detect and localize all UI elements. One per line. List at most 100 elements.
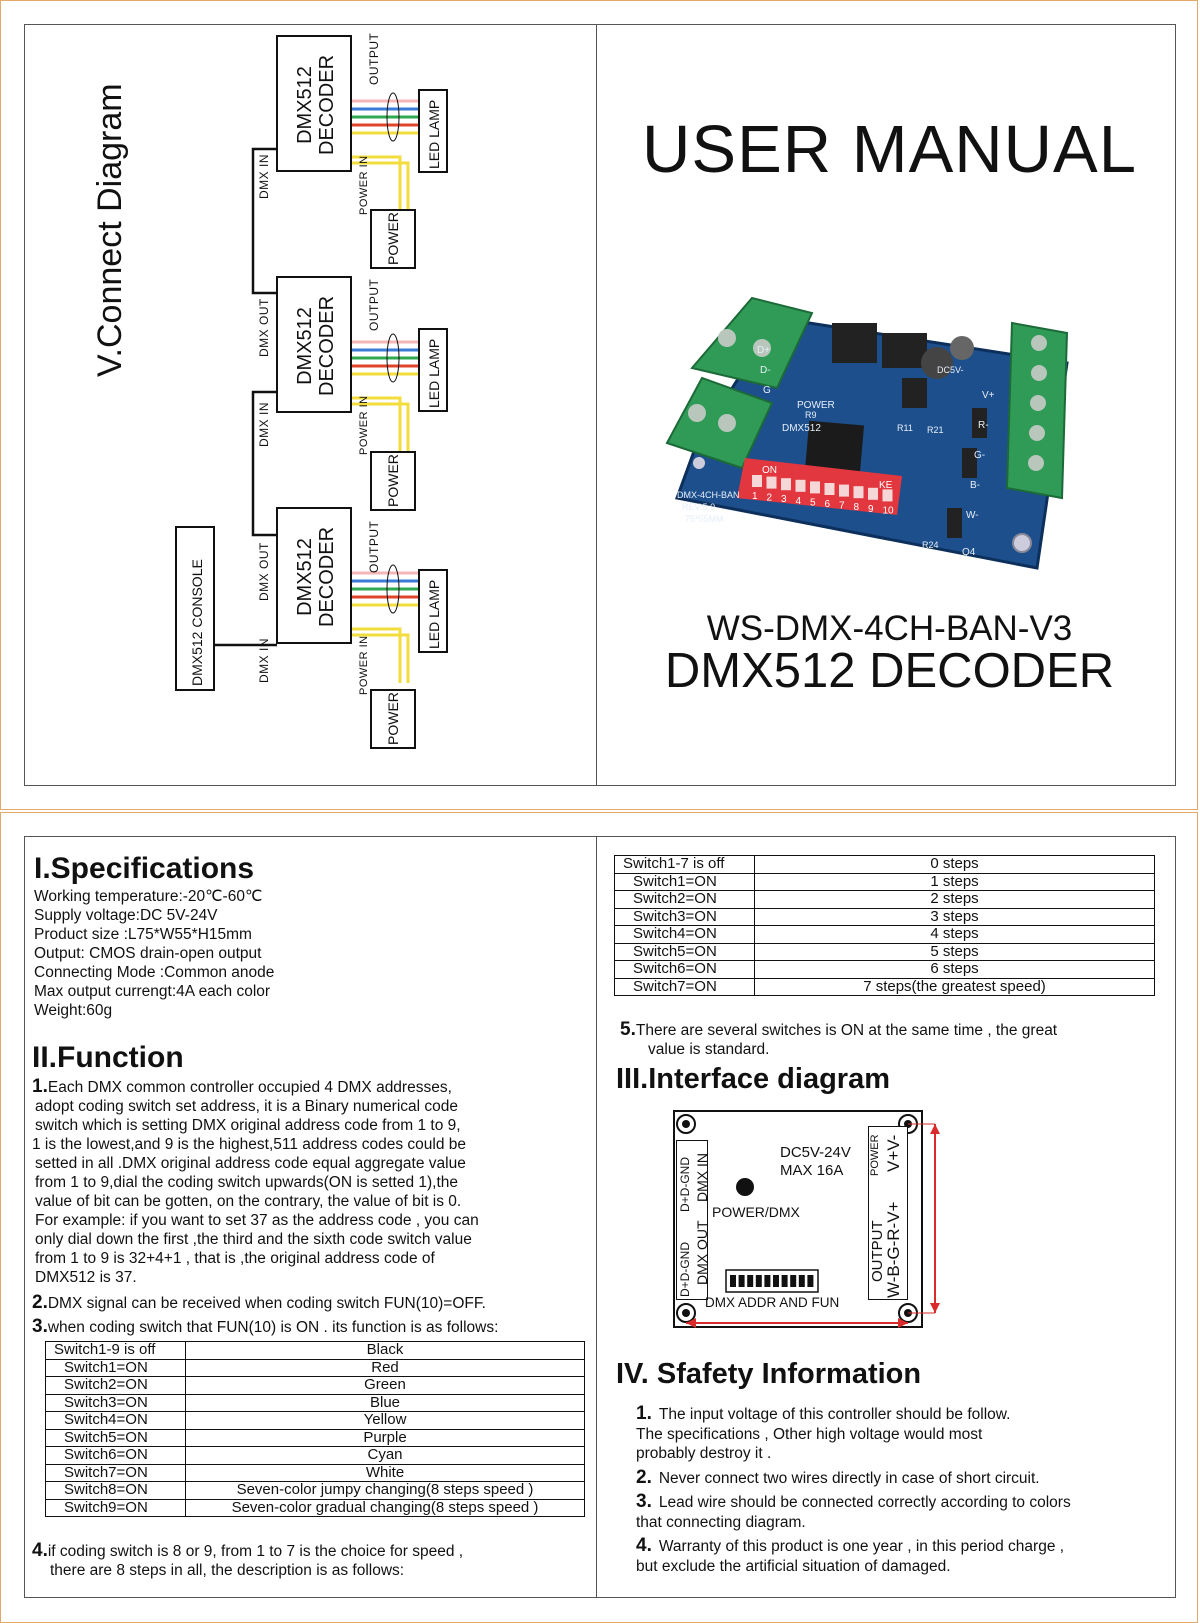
function-p2-text: DMX signal can be received when coding s… [47,1295,486,1312]
pcb-r9: R9 [805,410,817,420]
pcb-dc5v: DC5V- [937,365,964,375]
function-p5-line2: value is standard. [648,1041,770,1058]
dip-number-8: 8 [854,502,860,513]
iface-dip-switch [730,1275,736,1287]
dip-switch-7 [839,484,849,497]
switch-cell: Switch2=ON [45,1376,186,1395]
specifications-heading: I.Specifications [34,852,255,885]
iface-dip-switch [790,1275,797,1287]
iface-dip-switch [807,1275,814,1287]
dmx512-console: DMX512 CONSOLE [175,526,215,691]
function-p1-line: Each DMX common controller occupied 4 DM… [47,1079,452,1096]
function-p1-line: from 1 to 9,dial the coding switch upwar… [35,1174,459,1191]
decoder-3-line2: DECODER [316,526,338,627]
safety-line: Warranty of this product is one year , i… [658,1538,1065,1555]
switch-cell: Switch3=ON [614,907,755,926]
dip-number-1: 1 [752,491,758,502]
function-paragraph-4: 4.if coding switch is 8 or 9, from 1 to … [32,1540,464,1579]
dip-switch-5 [810,481,820,494]
switch-cell: Switch6=ON [45,1446,186,1465]
output-label-3: OUTPUT [367,520,381,573]
power-wire [352,402,410,452]
dmx-in-label-2: DMX IN [257,402,271,447]
connect-diagram-wires [215,92,418,683]
result-cell: 6 steps [754,960,1155,979]
pcb-ke-label: KE [879,480,893,491]
iface-dmx-out-pins: D+D-GND [678,1241,692,1297]
safety-line: Lead wire should be connected correctly … [658,1494,1071,1511]
result-cell: Purple [185,1428,585,1447]
result-cell: 7 steps(the greatest speed) [754,977,1155,996]
iface-power-label: POWER [869,1134,881,1176]
pcb-pin-V+: V+ [982,390,995,401]
function-paragraph-5: 5.There are several switches is ON at th… [620,1019,1058,1058]
spec-line: Output: CMOS drain-open output [34,945,262,962]
dip-switch-1 [752,475,762,487]
function-p3-text: when coding switch that FUN(10) is ON . … [47,1319,499,1336]
safety-item: 1.The input voltage of this controller s… [636,1403,1011,1462]
pcb-pin-R-: R- [978,420,989,431]
power-wire [352,627,402,683]
power-wire [352,633,410,683]
power-wire [352,161,410,211]
iface-output-pins: W-B-G-R-V+ [884,1201,903,1299]
wire-bundle-marker [386,92,400,142]
result-cell: 2 steps [754,890,1155,909]
switch-cell: Switch3=ON [45,1393,186,1412]
dmx-in-label-3: DMX IN [257,638,271,683]
dip-number-9: 9 [868,504,874,515]
pcb-r11: R11 [897,423,913,433]
dip-number-6: 6 [825,499,831,510]
output-label-1: OUTPUT [367,32,381,85]
switch-cell: Switch1-9 is off [45,1341,186,1360]
switch-cell: Switch8=ON [45,1481,186,1500]
led-lamp-1: LED LAMP [418,89,448,173]
cover-model: WS-DMX-4CH-BAN-V3 [706,609,1073,648]
spec-line: Connecting Mode :Common anode [34,964,275,981]
result-cell: Green [185,1376,585,1395]
function-p1-line: adopt coding switch set address, it is a… [35,1098,459,1115]
dip-number-10: 10 [883,505,895,516]
pcb-size: 75*55MM [685,514,724,524]
function-p1-line: value of bit can be gotten, on the contr… [35,1193,462,1210]
pcb-left-pins: D+D-G [757,345,771,396]
iface-dmx-addr: DMX ADDR AND FUN [705,1295,840,1310]
right-lower-panel [596,836,1176,1598]
power-in-label-1: POWER IN [358,155,370,215]
power-in-label-3: POWER IN [358,635,370,695]
function-p4-line2: there are 8 steps in all, the descriptio… [50,1562,405,1579]
dip-switch-9 [868,487,878,500]
dip-switch-10 [882,489,893,502]
result-cell: Blue [185,1393,585,1412]
dip-switch-3 [781,478,791,491]
iface-dmx-in-pins: D+D-GND [678,1156,692,1212]
pcb-pin-D+: D+ [757,345,770,356]
dip-number-2: 2 [767,493,773,504]
function-p1-line: For example: if you want to set 37 as th… [35,1212,479,1229]
led-lamp-2: LED LAMP [418,328,448,412]
spec-line: Weight:60g [34,1002,113,1019]
iface-dc-voltage: DC5V-24V [780,1144,851,1161]
function-paragraph-1: 1.Each DMX common controller occupied 4 … [32,1077,592,1287]
pcb-right-pins: V+R-G-B-W- [966,390,995,521]
iface-power-dmx: POWER/DMX [712,1204,800,1220]
function-p4-line1: if coding switch is 8 or 9, from 1 to 7 … [47,1543,464,1560]
iface-dip-switch [773,1275,779,1287]
spec-line: Product size :L75*W55*H15mm [34,926,252,943]
interface-heading: III.Interface diagram [616,1063,890,1095]
pcb-pin-W-: W- [966,510,979,521]
safety-line: The input voltage of this controller sho… [658,1406,1011,1423]
